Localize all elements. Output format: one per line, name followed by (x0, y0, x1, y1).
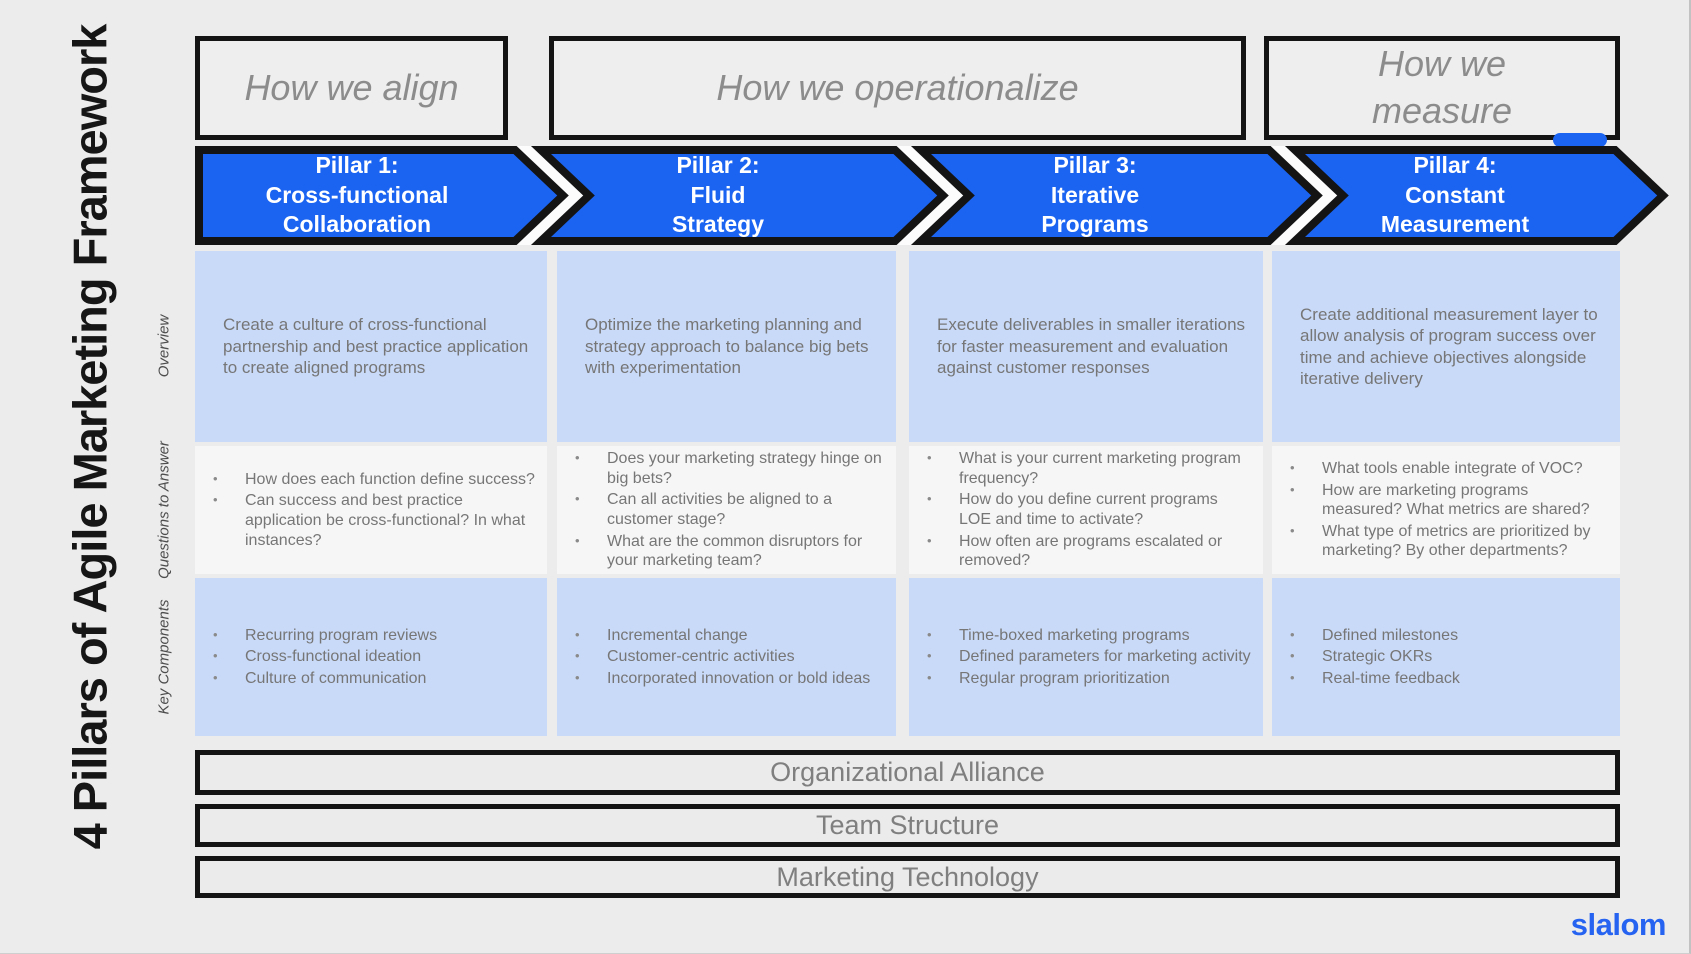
pillar-3-title: Pillar 3: Iterative Programs (921, 146, 1269, 245)
key-components-cell-pillar-3: Time-boxed marketing programsDefined par… (909, 578, 1263, 736)
questions-list: What is your current marketing program f… (909, 447, 1263, 572)
key-components-cell-pillar-2: Incremental changeCustomer-centric activ… (557, 578, 896, 736)
questions-cell-pillar-4: What tools enable integrate of VOC?How a… (1272, 446, 1620, 574)
overview-cell-pillar-2: Optimize the marketing planning and stra… (557, 251, 896, 442)
questions-cell-pillar-3: What is your current marketing program f… (909, 446, 1263, 574)
pillar-title-line: Iterative (1050, 181, 1140, 208)
bullet-item: Cross-functional ideation (195, 647, 539, 667)
pillar-3-arrow (910, 146, 1323, 245)
phase-box-how-we-operationalize: How we operationalize (549, 36, 1246, 140)
pillar-title-line: Fluid (690, 181, 746, 208)
phase-label: How we measure (1371, 43, 1513, 131)
row-label-key-components: Key Components (155, 599, 173, 715)
pillar-title-line: Pillar 3: (1053, 151, 1137, 178)
pillar-title-line: Pillar 2: (676, 151, 760, 178)
key-components-list: Recurring program reviewsCross-functiona… (195, 624, 547, 691)
phase-label: How we align (244, 67, 459, 108)
pillar-title-line: Collaboration (282, 211, 432, 238)
pillar-4-arrow (1284, 146, 1669, 245)
bullet-item: What is your current marketing program f… (909, 449, 1255, 488)
questions-cell-pillar-1: How does each function define success?Ca… (195, 446, 547, 574)
bullet-item: Can all activities be aligned to a custo… (557, 490, 888, 529)
foundation-bar-team-structure: Team Structure (195, 804, 1620, 847)
row-label-questions-to-answer: Questions to Answer (155, 441, 173, 579)
bullet-item: What are the common disruptors for your … (557, 532, 888, 571)
bullet-item: Can success and best practice applicatio… (195, 491, 539, 550)
pillar-1-arrow (195, 146, 569, 245)
bullet-item: Time-boxed marketing programs (909, 626, 1255, 646)
bullet-item: How does each function define success? (195, 470, 539, 490)
pillar-title-line: Measurement (1380, 211, 1530, 238)
bullet-item: Strategic OKRs (1272, 647, 1612, 667)
bullet-item: What tools enable integrate of VOC? (1272, 459, 1612, 479)
bullet-item: Defined parameters for marketing activit… (909, 647, 1255, 667)
foundation-bar-organizational-alliance: Organizational Alliance (195, 750, 1620, 795)
pillar-1-title: Pillar 1: Cross-functional Collaboration (199, 146, 515, 245)
key-components-cell-pillar-4: Defined milestonesStrategic OKRsReal-tim… (1272, 578, 1620, 736)
questions-list: How does each function define success?Ca… (195, 468, 547, 552)
bullet-item: Incremental change (557, 626, 888, 646)
bullet-item: How often are programs escalated or remo… (909, 532, 1255, 571)
key-components-list: Time-boxed marketing programsDefined par… (909, 624, 1263, 691)
questions-cell-pillar-2: Does your marketing strategy hinge on bi… (557, 446, 896, 574)
bullet-item: Recurring program reviews (195, 626, 539, 646)
pillar-4-title: Pillar 4: Constant Measurement (1295, 146, 1615, 245)
bullet-item: How do you define current programs LOE a… (909, 490, 1255, 529)
row-label-overview: Overview (155, 314, 173, 378)
slalom-logo: slalom (1570, 907, 1667, 942)
phase-box-how-we-align: How we align (195, 36, 508, 140)
overview-text: Create additional measurement layer to a… (1300, 304, 1598, 388)
foundation-bar-marketing-technology: Marketing Technology (195, 856, 1620, 898)
bullet-item: Defined milestones (1272, 626, 1612, 646)
overview-text: Optimize the marketing planning and stra… (585, 315, 869, 378)
overview-text: Create a culture of cross-functional par… (223, 315, 529, 378)
pillar-title-line: Constant (1405, 181, 1505, 208)
pillar-2-arrow (530, 146, 949, 245)
bullet-item: Incorporated innovation or bold ideas (557, 669, 888, 689)
pillar-title-line: Pillar 4: (1413, 151, 1497, 178)
bullet-item: Customer-centric activities (557, 647, 888, 667)
pillar-title-line: Strategy (671, 211, 765, 238)
bullet-item: Culture of communication (195, 669, 539, 689)
phase-label: How we operationalize (716, 67, 1079, 108)
key-components-cell-pillar-1: Recurring program reviewsCross-functiona… (195, 578, 547, 736)
pillar-title-line: Pillar 1: (315, 151, 399, 178)
bullet-item: Regular program prioritization (909, 669, 1255, 689)
questions-list: What tools enable integrate of VOC?How a… (1272, 457, 1620, 563)
pillar-arrows-graphic (195, 146, 1669, 245)
pillar-2-title: Pillar 2: Fluid Strategy (541, 146, 895, 245)
phase-box-how-we-measure: How we measure (1264, 36, 1620, 140)
overview-cell-pillar-3: Execute deliverables in smaller iteratio… (909, 251, 1263, 442)
key-components-list: Defined milestonesStrategic OKRsReal-tim… (1272, 624, 1620, 691)
bullet-item: Real-time feedback (1272, 669, 1612, 689)
bullet-item: What type of metrics are prioritized by … (1272, 522, 1612, 561)
overview-text: Execute deliverables in smaller iteratio… (937, 315, 1246, 378)
blue-accent-tab (1553, 133, 1607, 147)
questions-list: Does your marketing strategy hinge on bi… (557, 447, 896, 572)
pillar-title-line: Cross-functional (265, 181, 449, 208)
overview-cell-pillar-4: Create additional measurement layer to a… (1272, 251, 1620, 442)
bullet-item: Does your marketing strategy hinge on bi… (557, 449, 888, 488)
page-title: 4 Pillars of Agile Marketing Framework (63, 24, 117, 850)
overview-cell-pillar-1: Create a culture of cross-functional par… (195, 251, 547, 442)
pillar-title-line: Programs (1041, 211, 1149, 238)
bullet-item: How are marketing programs measured? Wha… (1272, 481, 1612, 520)
key-components-list: Incremental changeCustomer-centric activ… (557, 624, 896, 691)
